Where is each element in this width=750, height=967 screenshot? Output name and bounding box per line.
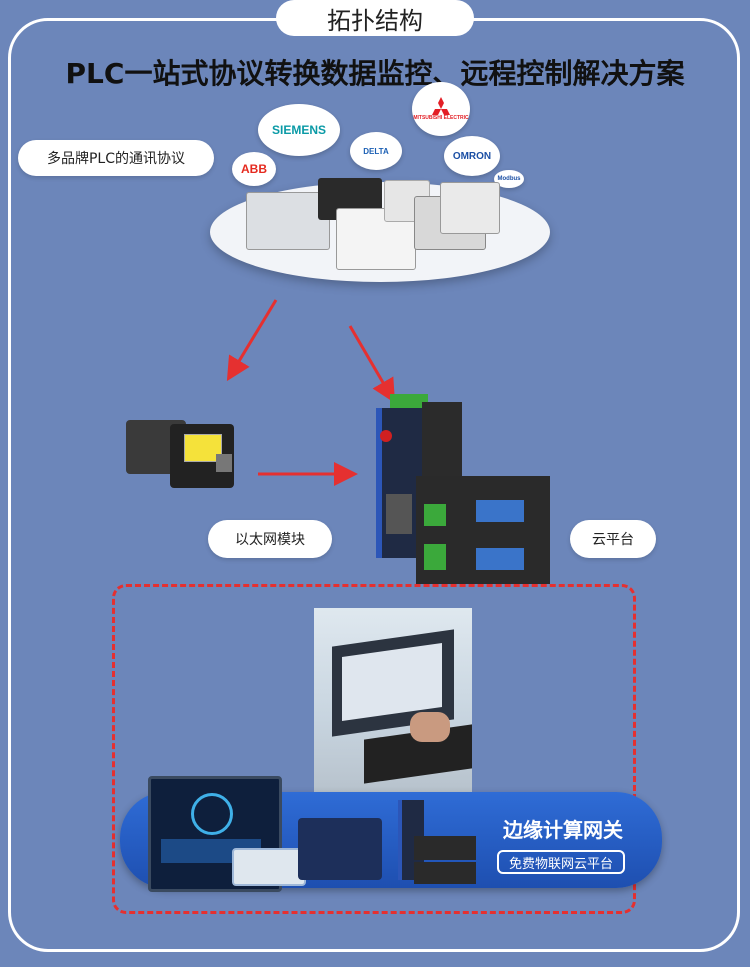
mitsubishi-diamonds-icon: [432, 97, 450, 115]
arrow-to-ethernet-module: [226, 299, 278, 382]
gauge-icon: [191, 793, 233, 835]
plc-device-gray: [246, 192, 330, 250]
ethernet-module-device: [126, 412, 238, 494]
delta-logo-text: DELTA: [363, 146, 389, 156]
cloud-platform-label: 云平台: [570, 520, 656, 558]
antenna-icon: [380, 430, 392, 442]
delta-logo-cloud: DELTA: [350, 132, 402, 170]
omron-logo-cloud: OMRON: [444, 136, 500, 176]
gateway-ports: [386, 494, 412, 534]
ethernet-module-label: 以太网模块: [208, 520, 332, 558]
module-label-sticker: [184, 434, 222, 462]
mitsubishi-logo-cloud: MITSUBISHI ELECTRIC: [412, 82, 470, 136]
io-module-device: [232, 848, 306, 886]
banner-gateway-device: [398, 800, 480, 886]
omron-logo-text: OMRON: [452, 150, 492, 162]
arrow-to-gateway: [348, 325, 396, 404]
plc-brands-label: 多品牌PLC的通讯协议: [18, 140, 214, 176]
banner-gateway-unit-1: [414, 836, 476, 860]
plc-controller-device: [298, 818, 382, 880]
free-iot-cloud-button[interactable]: 免费物联网云平台: [497, 850, 625, 874]
plc-device-omron: [440, 182, 500, 234]
gateway-devices: [376, 394, 558, 584]
banner-gateway-unit-2: [414, 862, 476, 884]
laptop-photo: [314, 608, 472, 794]
abb-logo-text: ABB: [241, 162, 267, 176]
modbus-logo-cloud: Modbus: [494, 170, 524, 188]
siemens-logo-cloud: SIEMENS: [258, 104, 340, 156]
terminal-block-2: [424, 544, 446, 570]
rj45-port: [216, 454, 232, 472]
terminal-block-top: [390, 394, 428, 408]
mitsubishi-logo-text: MITSUBISHI ELECTRIC: [413, 115, 469, 121]
hand-shape: [410, 712, 450, 742]
section-title-pill: 拓扑结构: [276, 0, 474, 36]
serial-port-2: [476, 548, 524, 570]
edge-computing-dashed-area: [112, 584, 636, 914]
terminal-block-1: [424, 504, 446, 526]
page-headline: PLC一站式协议转换数据监控、远程控制解决方案: [65, 57, 685, 90]
abb-logo-cloud: ABB: [232, 152, 276, 186]
modbus-logo-text: Modbus: [497, 176, 521, 182]
siemens-logo-text: SIEMENS: [271, 123, 326, 137]
serial-port-1: [476, 500, 524, 522]
banner-title: 边缘计算网关: [503, 818, 623, 842]
section-title: 拓扑结构: [327, 6, 423, 35]
